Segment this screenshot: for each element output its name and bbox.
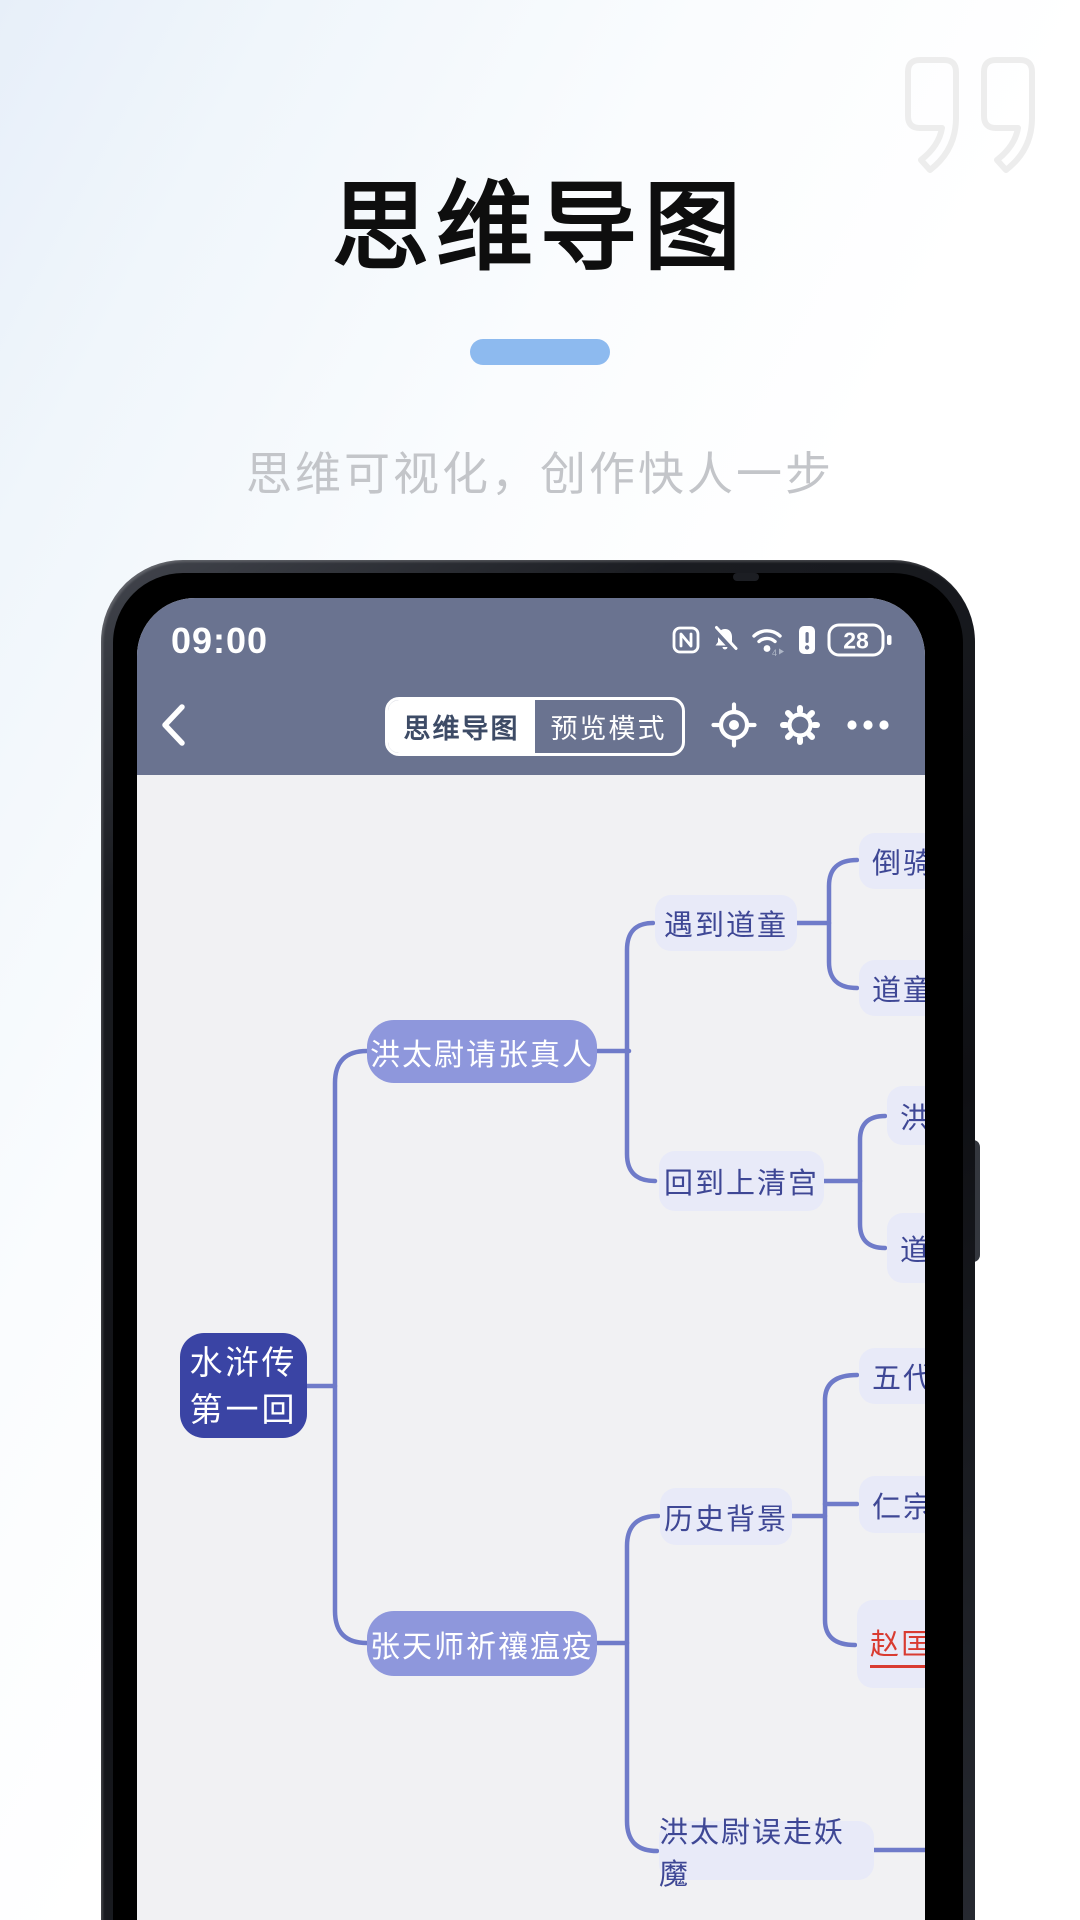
status-time: 09:00: [171, 620, 269, 661]
bell-muted-icon: [711, 626, 738, 653]
wifi-icon: 4: [752, 629, 784, 657]
mindmap-connectors: [304, 857, 925, 1854]
battery-percent-text: 28: [843, 628, 869, 654]
mindmap-node-truncated[interactable]: 赵匡: [857, 1600, 925, 1688]
settings-gear-icon[interactable]: [777, 702, 823, 748]
mindmap-node-truncated[interactable]: 洪: [887, 1086, 925, 1145]
mindmap-node[interactable]: 历史背景: [660, 1488, 792, 1545]
mindmap-node[interactable]: 张天师祈禳瘟疫: [367, 1611, 597, 1676]
nfc-icon: [672, 626, 700, 654]
mindmap-node[interactable]: 遇到道童: [655, 895, 797, 951]
mindmap-node[interactable]: 回到上清宫: [659, 1151, 824, 1211]
mindmap-node-truncated[interactable]: 仁宗: [859, 1476, 925, 1533]
mindmap-node[interactable]: 洪太尉误走妖魔: [659, 1817, 874, 1891]
status-icons: 4 28: [671, 622, 893, 658]
battery-alert-icon: [799, 626, 815, 654]
app-header: 09:00: [137, 598, 925, 775]
mindmap-node-truncated[interactable]: 道童: [859, 960, 925, 1016]
more-dots-icon[interactable]: [845, 718, 891, 732]
mindmap-node-truncated[interactable]: 道: [887, 1213, 925, 1283]
svg-text:4: 4: [772, 648, 777, 657]
mindmap-red-link[interactable]: 赵匡: [870, 1621, 925, 1668]
mindmap-node[interactable]: 洪太尉请张真人: [367, 1020, 597, 1083]
title-accent-dash: [470, 339, 610, 365]
mindmap-node-root[interactable]: 水浒传 第一回: [180, 1333, 307, 1438]
phone-screen: 水浒传 第一回 洪太尉请张真人 张天师祈禳瘟疫 遇到道童 回到上清宫 历史背景 …: [137, 598, 925, 1920]
tab-preview-mode[interactable]: 预览模式: [550, 714, 667, 744]
tab-mindmap[interactable]: 思维导图: [388, 700, 535, 753]
locate-icon[interactable]: [711, 702, 757, 748]
battery-percent-pill: 28: [827, 623, 892, 657]
mode-segmented-control: 思维导图 预览模式: [385, 697, 685, 756]
back-button[interactable]: [155, 700, 195, 750]
mindmap-node-truncated[interactable]: 倒骑: [859, 833, 925, 889]
quote-icon: [905, 57, 1035, 173]
page-subtitle: 思维可视化，创作快人一步: [246, 448, 834, 500]
mindmap-node-truncated[interactable]: 五代: [859, 1348, 925, 1404]
phone-mockup: 水浒传 第一回 洪太尉请张真人 张天师祈禳瘟疫 遇到道童 回到上清宫 历史背景 …: [101, 560, 975, 1920]
page-title: 思维导图: [332, 173, 748, 282]
earpiece-speaker: [733, 573, 759, 581]
